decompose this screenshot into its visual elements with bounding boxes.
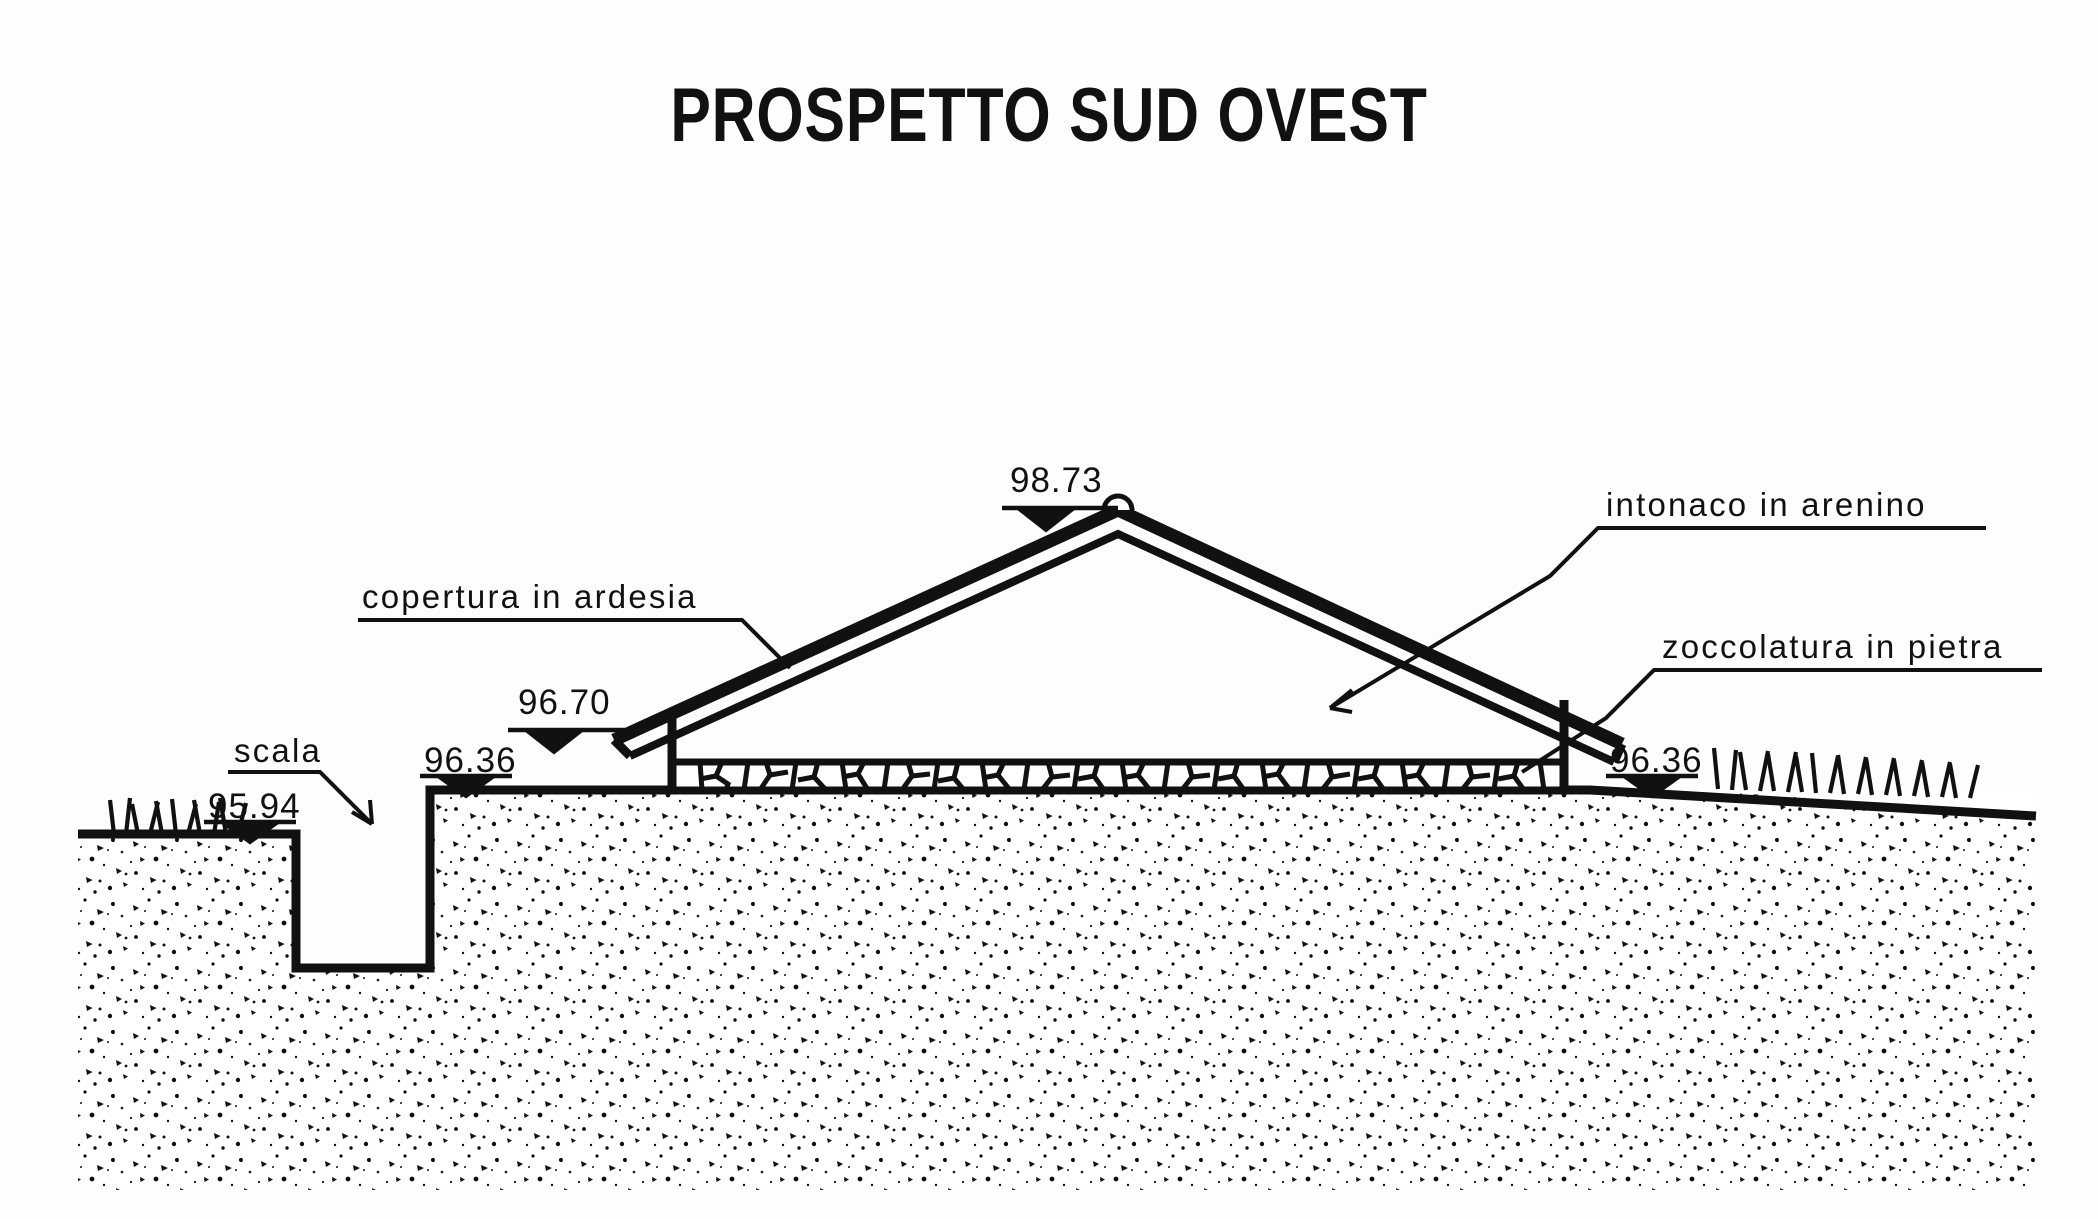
leader-line-icon bbox=[1520, 668, 2042, 774]
level-value-ground-right: 96.36 bbox=[1610, 741, 1703, 780]
irregular-stone-hatch bbox=[697, 760, 1547, 792]
level-value-ground-left: 96.36 bbox=[424, 741, 517, 780]
terrain-fill bbox=[78, 790, 2036, 1190]
leader-arrow-icon bbox=[350, 799, 374, 826]
annotation-stone-base-label: zoccolatura in pietra bbox=[1662, 628, 2004, 665]
page-title: PROSPETTO SUD OVEST bbox=[670, 73, 1428, 158]
grass-tuft-hatch bbox=[107, 797, 249, 835]
annotation-wall-render: intonaco in arenino bbox=[1328, 486, 1986, 714]
eave-left-cap bbox=[610, 736, 634, 760]
grass-tuft-hatch-right bbox=[1711, 747, 1981, 799]
stone-base-wall bbox=[667, 700, 1569, 794]
annotation-wall-render-label: intonaco in arenino bbox=[1606, 486, 1927, 523]
terrain-slope-fill bbox=[1590, 790, 2036, 900]
leader-arrow-icon bbox=[1328, 688, 1354, 714]
roof-outer-line bbox=[611, 502, 1625, 750]
level-marker-ridge: 98.73 bbox=[1002, 461, 1118, 533]
terrain-section bbox=[78, 747, 2037, 1190]
roof-assembly bbox=[610, 493, 1627, 766]
eave-right-cap bbox=[1609, 742, 1627, 764]
annotation-stone-base: zoccolatura in pietra bbox=[1520, 628, 2042, 774]
level-marker-stair-bottom: 95.94 bbox=[204, 787, 301, 845]
level-marker-ground-right: 96.36 bbox=[1606, 741, 1703, 799]
level-value-eave: 96.70 bbox=[518, 683, 611, 722]
level-marker-ground-left: 96.36 bbox=[420, 741, 517, 799]
level-value-ridge: 98.73 bbox=[1010, 461, 1103, 500]
annotation-stair: scala bbox=[228, 732, 374, 826]
annotation-roof-material-label: copertura in ardesia bbox=[362, 578, 698, 615]
annotation-stair-label: scala bbox=[234, 732, 322, 769]
annotation-roof-material: copertura in ardesia bbox=[358, 578, 792, 670]
leader-line-icon bbox=[1328, 526, 1986, 710]
level-datum-triangle-icon bbox=[520, 728, 588, 755]
level-marker-eave: 96.70 bbox=[508, 683, 632, 755]
terrain-outline bbox=[78, 785, 2037, 973]
leader-line-icon bbox=[358, 618, 792, 670]
level-value-stair-bottom: 95.94 bbox=[208, 787, 301, 826]
roof-inner-line bbox=[628, 529, 1616, 766]
leader-line-icon bbox=[228, 770, 374, 826]
